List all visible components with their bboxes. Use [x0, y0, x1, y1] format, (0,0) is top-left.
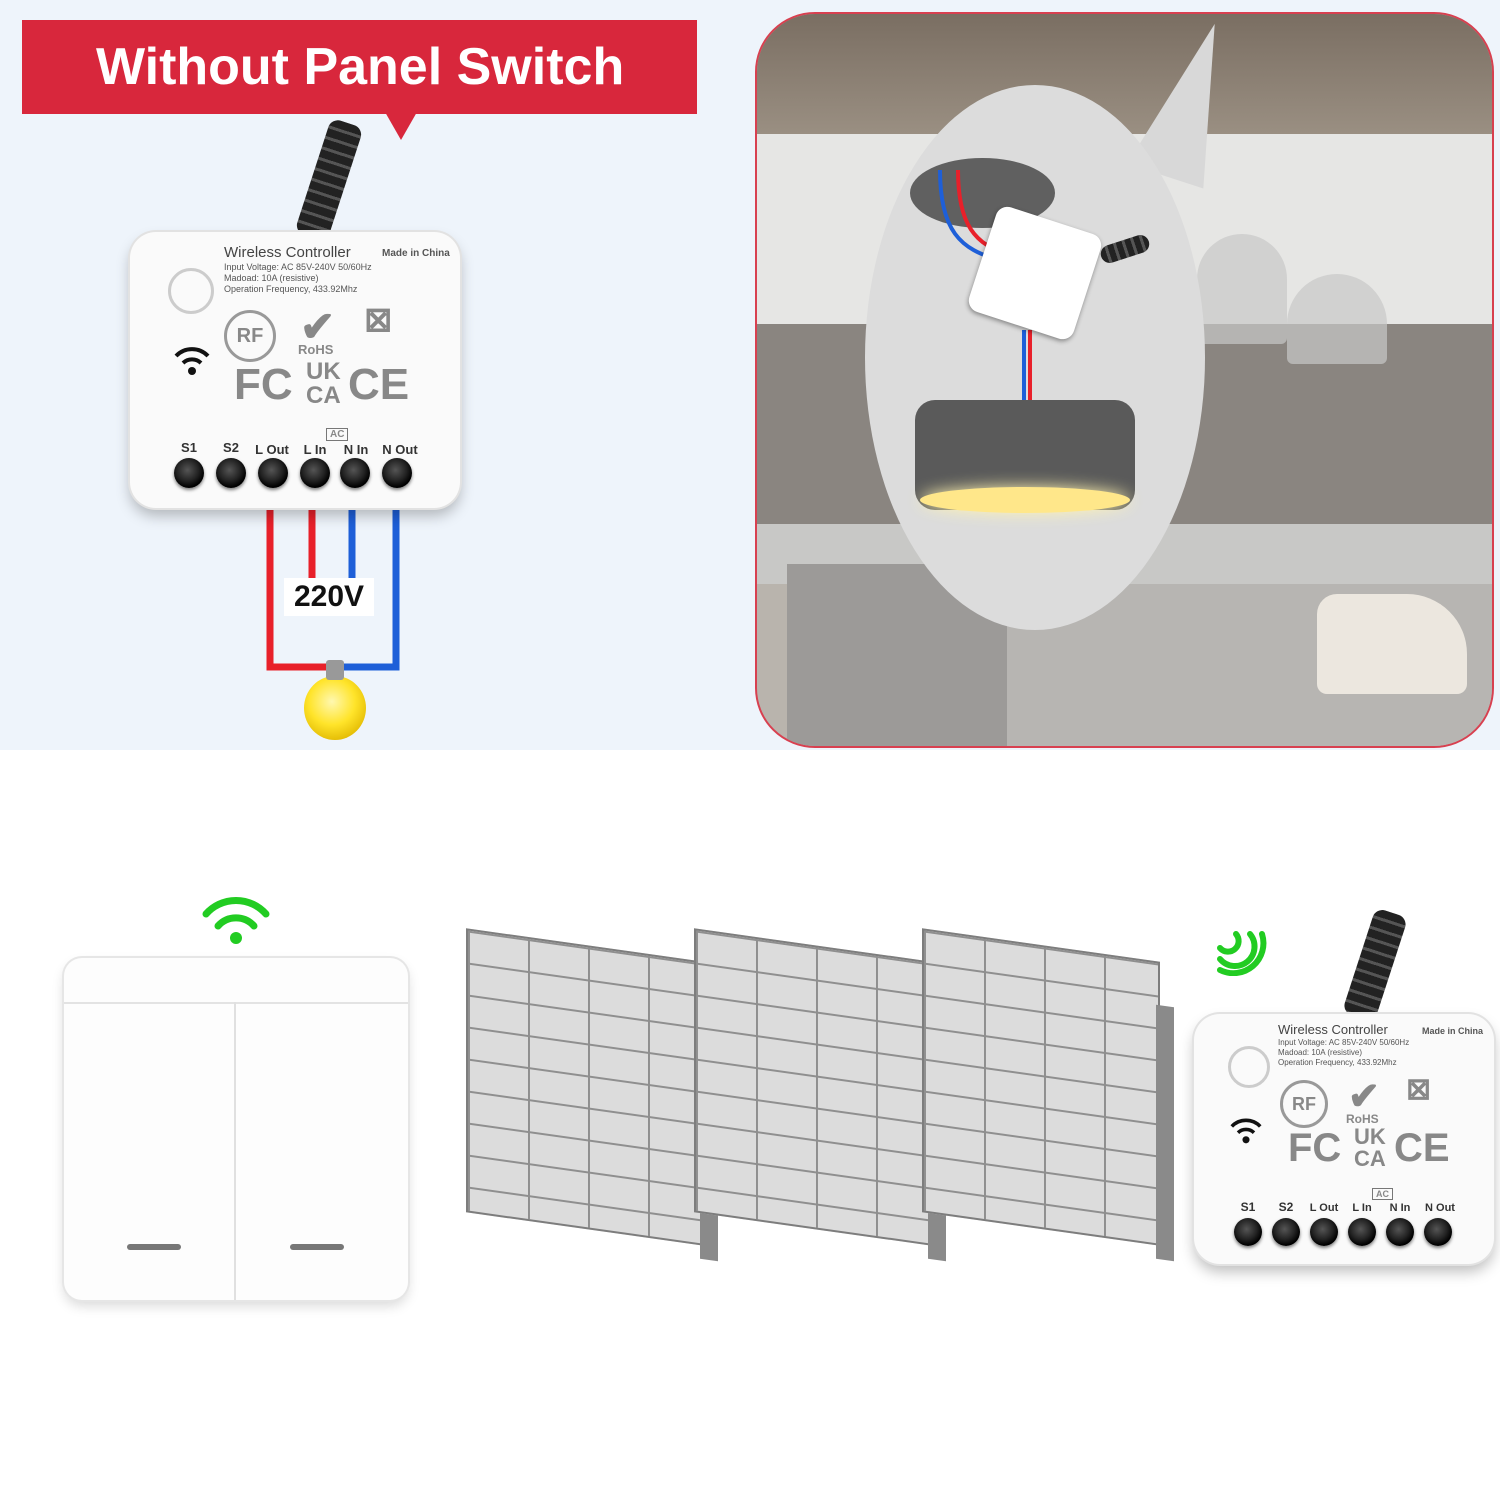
terminal-screw [1424, 1218, 1452, 1246]
antenna [1341, 907, 1409, 1023]
ca-mark: CA [306, 382, 341, 409]
module-title: Wireless Controller [1278, 1022, 1388, 1037]
uk-mark: UK [306, 358, 341, 385]
terminal-screw [258, 458, 288, 488]
terminal-screw [216, 458, 246, 488]
rf-badge: RF [224, 310, 276, 362]
title-banner [22, 20, 697, 114]
banner-pointer [385, 112, 417, 140]
recycle-bin-icon: ⊠ [364, 301, 393, 339]
fc-mark: FC [234, 360, 293, 409]
wifi-icon [1230, 1118, 1262, 1144]
uk-mark: UK [1354, 1124, 1386, 1149]
terminal-label-s2: S2 [223, 440, 239, 455]
switch-right-button[interactable] [238, 1004, 406, 1298]
terminal-screw [340, 458, 370, 488]
switch-left-indicator [127, 1244, 181, 1250]
terminal-label-s2: S2 [1278, 1200, 1294, 1214]
brick-wall-edge [1156, 1004, 1174, 1262]
terminal-screw [382, 458, 412, 488]
brick-wall [694, 928, 932, 1246]
made-in-label: Made in China [1422, 1026, 1484, 1036]
terminal-label-n-in: N In [343, 442, 369, 457]
ce-mark: CE [1394, 1126, 1450, 1170]
recycle-bin-icon: ⊠ [1406, 1073, 1432, 1106]
terminal-label-l-in: L In [1352, 1202, 1372, 1214]
wireless-controller-module: Wireless Controller Made in China Input … [1194, 1014, 1494, 1264]
checkmark-icon: ✔ [300, 303, 336, 350]
ceiling-light-glow [920, 487, 1130, 513]
wifi-icon [174, 347, 210, 375]
light-bulb-icon [304, 676, 366, 740]
module-title: Wireless Controller [224, 244, 351, 261]
pendant-lamp [1197, 234, 1287, 344]
ac-label: AC [326, 428, 349, 441]
terminal-label-n-out: N Out [1425, 1202, 1455, 1214]
terminal-screw [1386, 1218, 1414, 1246]
terminal-label-n-in: N In [1389, 1202, 1411, 1214]
terminal-screw [1310, 1218, 1338, 1246]
wireless-wall-switch [64, 958, 408, 1300]
brick-wall [466, 928, 704, 1246]
brick-wall [922, 928, 1160, 1246]
terminal-label-l-in: L In [303, 442, 327, 457]
terminal-screw [1234, 1218, 1262, 1246]
switch-top-bezel [64, 958, 408, 1004]
terminal-screw [300, 458, 330, 488]
banner-title: Without Panel Switch [96, 38, 625, 96]
pairing-button[interactable] [1228, 1046, 1270, 1088]
terminal-label-s1: S1 [181, 440, 197, 455]
ac-label: AC [1372, 1188, 1393, 1200]
terminal-screw [1272, 1218, 1300, 1246]
spec-frequency: Operation Frequency, 433.92Mhz [224, 284, 358, 294]
spec-load: Madoad: 10A (resistive) [224, 273, 319, 283]
terminal-label-l-out: L Out [255, 442, 289, 457]
switch-right-indicator [290, 1244, 344, 1250]
ceiling [757, 14, 1492, 134]
switch-divider [234, 1002, 236, 1300]
spec-load: Madoad: 10A (resistive) [1278, 1048, 1363, 1057]
rf-badge: RF [1280, 1080, 1328, 1128]
made-in-label: Made in China [382, 248, 450, 259]
bulb-socket [326, 660, 344, 680]
terminal-screw [174, 458, 204, 488]
spec-voltage: Input Voltage: AC 85V-240V 50/60Hz [1278, 1038, 1410, 1047]
terminal-screw [1348, 1218, 1376, 1246]
voltage-label: 220V [284, 578, 374, 616]
rohs-label: RoHS [298, 342, 334, 357]
pendant-lamp [1287, 274, 1387, 364]
wiring-diagram [266, 505, 400, 671]
spec-voltage: Input Voltage: AC 85V-240V 50/60Hz [224, 262, 372, 272]
ce-mark: CE [348, 360, 410, 409]
checkmark-icon: ✔ [1348, 1076, 1380, 1118]
terminal-label-s1: S1 [1240, 1200, 1256, 1214]
spec-frequency: Operation Frequency, 433.92Mhz [1278, 1058, 1397, 1067]
wifi-icon [202, 897, 270, 944]
chair [1317, 594, 1467, 694]
terminal-label-n-out: N Out [382, 442, 418, 457]
ca-mark: CA [1354, 1146, 1386, 1171]
fc-mark: FC [1288, 1126, 1342, 1170]
rohs-label: RoHS [1346, 1112, 1379, 1126]
pairing-button[interactable] [168, 268, 214, 314]
terminal-label-l-out: L Out [1309, 1202, 1339, 1214]
signal-icon [1217, 931, 1267, 976]
switch-left-button[interactable] [66, 1004, 232, 1298]
wireless-controller-module: Wireless Controller Made in China Input … [130, 232, 460, 508]
